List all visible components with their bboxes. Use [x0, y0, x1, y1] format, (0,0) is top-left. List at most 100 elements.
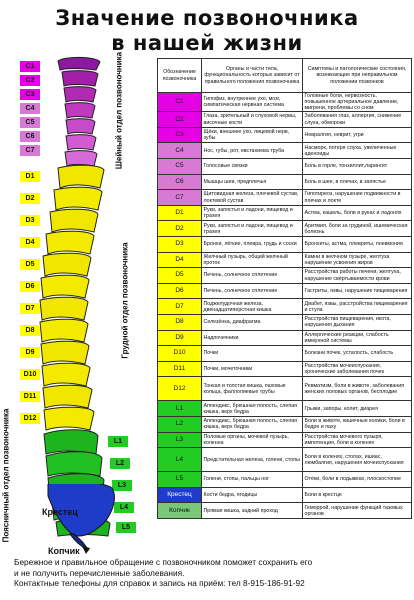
segment-cell: D7 — [157, 298, 202, 315]
organs-cell: Прямая кишка, задний проход — [201, 502, 303, 519]
region-label-cervical: Шейный отдел позвоночника — [114, 51, 124, 170]
spine-tab-l2: L2 — [110, 458, 130, 469]
spine-tab-d9: D9 — [20, 347, 40, 358]
spine-tab-c1: C1 — [20, 61, 40, 72]
spine-tab-l5: L5 — [116, 522, 136, 533]
table-header-row: Обозначение позвоночника Органы и части … — [157, 58, 412, 93]
symptoms-cell: Ревматизм, боли в животе, заболевания же… — [302, 376, 412, 402]
symptoms-cell: Камни в желчном пузыре, желтуха нарушени… — [302, 251, 412, 269]
symptoms-cell: Диабет, язвы, расстройства пищеварения и… — [302, 298, 412, 315]
spine-tab-d7: D7 — [20, 303, 40, 314]
organs-cell: Гипофиз, внутреннее ухо, мозг, симпатиче… — [201, 91, 303, 113]
symptoms-cell: Гастриты, язвы, нарушение пищеварения — [302, 282, 412, 300]
segment-cell: D9 — [157, 329, 202, 347]
segment-cell: C1 — [157, 91, 202, 113]
spine-tab-d10: D10 — [20, 369, 40, 380]
segment-cell: C3 — [157, 126, 202, 144]
segment-cell: D4 — [157, 251, 202, 269]
segment-cell: C6 — [157, 173, 202, 191]
segment-cell: D5 — [157, 267, 202, 284]
organs-cell: Почки, мочеточники — [201, 360, 303, 378]
organs-cell: Бронхи, лёгкие, плевра, грудь и соски — [201, 236, 303, 253]
symptoms-cell: Расстройства мочеиспускания, хронические… — [302, 360, 412, 378]
segment-cell: D3 — [157, 236, 202, 253]
organs-cell: Глаза, зрительный и слуховой нервы, висо… — [201, 111, 303, 128]
organs-cell: Руки, запястья и ладони, пищевод и трахе… — [201, 204, 303, 222]
spine-tab-c7: C7 — [20, 145, 40, 156]
spine-tab-c5: C5 — [20, 117, 40, 128]
symptoms-cell: Заболевания глаз, аллергия, снижение слу… — [302, 111, 412, 128]
organs-cell: Печень, солнечное сплетение — [201, 267, 303, 284]
segment-cell: Крестец — [157, 486, 202, 504]
spine-tab-d8: D8 — [20, 325, 40, 336]
organs-cell: Печень, солнечное сплетение — [201, 282, 303, 300]
coccyx-label: Копчик — [48, 546, 80, 556]
segment-cell: C5 — [157, 158, 202, 175]
symptoms-cell: Невралгия, неврит, угри — [302, 126, 412, 144]
segment-cell: Копчик — [157, 502, 202, 519]
spine-tab-c3: C3 — [20, 89, 40, 100]
segment-cell: D6 — [157, 282, 202, 300]
organs-cell: Поджелудочная железа, двенадцатиперстная… — [201, 298, 303, 315]
organs-cell: Половые органы, мочевой пузырь, коленна — [201, 431, 303, 449]
organs-cell: Щёки, внешнее ухо, лицевой нерв, зубы — [201, 126, 303, 144]
organs-cell: Щитовидная железа, плечевой сустав, локт… — [201, 189, 303, 206]
footer-line-2: и не получить перечисленные заболевания. — [14, 567, 185, 578]
organs-cell: Надпочечники — [201, 329, 303, 347]
symptoms-cell: Расстройства пищеварения, икота, нарушен… — [302, 314, 412, 331]
cervical-vertebrae — [57, 56, 101, 167]
spine-symptoms-table: Обозначение позвоночника Органы и части … — [157, 58, 412, 519]
spine-tab-d12: D12 — [20, 413, 40, 424]
segment-cell: D10 — [157, 345, 202, 362]
title-line-2: в нашей жизни — [111, 31, 303, 55]
spine-tab-d4: D4 — [20, 237, 40, 248]
organs-cell: Голени, стопы, пальцы ног — [201, 471, 303, 488]
symptoms-cell: Геморрой, нарушение функций тазовых орга… — [302, 502, 412, 519]
sacrum-coccyx-illustration — [47, 484, 115, 554]
organs-cell: Мышцы шеи, предплечья — [201, 173, 303, 191]
organs-cell: Нос, губы, рот, евстахиева труба — [201, 142, 303, 160]
organs-cell: Тонкая и толстая кишка, паховые кольца, … — [201, 376, 303, 402]
spine-tab-l4: L4 — [114, 502, 134, 513]
spine-tab-c6: C6 — [20, 131, 40, 142]
segment-cell: L3 — [157, 431, 202, 449]
symptoms-cell: Астма, кашель, боли в руках и ладонях — [302, 204, 412, 222]
organs-cell: Кости бедра, ягодицы — [201, 486, 303, 504]
segment-cell: D1 — [157, 204, 202, 222]
footer-note: Бережное и правильное обращение с позвон… — [14, 557, 409, 589]
footer-contacts: Контактные телефоны для справок и запись… — [14, 578, 305, 589]
spine-tab-l1: L1 — [108, 436, 128, 447]
organs-cell: Руки, запястья и ладони, пищевод и трахе… — [201, 220, 303, 238]
symptoms-cell: Головные боли, нервозность, повышенное а… — [302, 91, 412, 113]
segment-cell: C4 — [157, 142, 202, 160]
symptoms-cell: Аритмия, боли за грудиной, ишемическая б… — [302, 220, 412, 238]
spine-tab-d11: D11 — [20, 391, 40, 402]
symptoms-cell: Насморк, потеря слуха, увеличенные адено… — [302, 142, 412, 160]
header-organs: Органы и части тела, функциональность ко… — [201, 58, 303, 93]
organs-cell: Голосовые связки — [201, 158, 303, 175]
symptoms-cell: Боли в крестце — [302, 486, 412, 504]
organs-cell: Аппендикс, брюшная полость, слепая кишка… — [201, 400, 303, 417]
symptoms-cell: Болезни почек, усталость, слабость — [302, 345, 412, 362]
organs-cell: Предстательная железа, голени, стопы — [201, 447, 303, 473]
organs-cell: Желчный пузырь, общий желчный проток — [201, 251, 303, 269]
